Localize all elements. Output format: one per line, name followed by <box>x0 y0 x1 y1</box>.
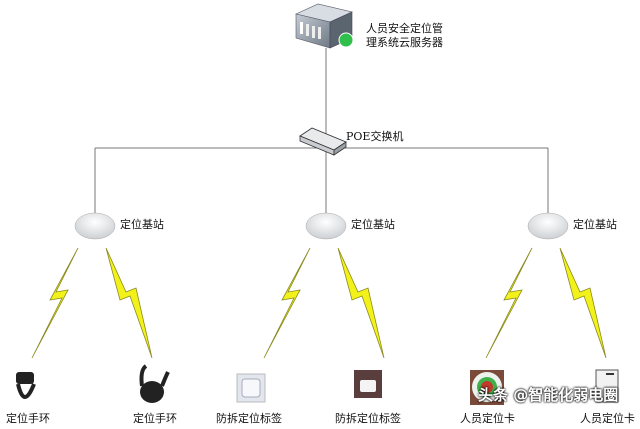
device-tag-2-icon <box>354 370 382 398</box>
device-label: 人员定位卡 <box>460 412 515 425</box>
device-card-1-icon <box>470 370 504 405</box>
device-wristband-1-icon <box>16 372 36 399</box>
server-label-line2: 理系统云服务器 <box>366 36 443 49</box>
device-card-2-icon <box>595 369 619 403</box>
device-label: 定位手环 <box>133 412 177 425</box>
server-label-line1: 人员安全定位管 <box>366 22 443 35</box>
watermark: 头条 @智能化弱电圈 <box>478 386 619 404</box>
device-tag-1-icon <box>236 373 266 403</box>
device-label: 定位手环 <box>6 412 50 425</box>
device-label: 人员定位卡 <box>580 412 635 425</box>
switch-label: POE交换机 <box>346 130 404 143</box>
base-station-icons <box>74 212 569 240</box>
wireless-signal-icons <box>31 247 607 359</box>
base-station-label: 定位基站 <box>351 218 395 231</box>
base-station-label: 定位基站 <box>573 218 617 231</box>
device-label: 防拆定位标签 <box>216 412 282 425</box>
device-label: 防拆定位标签 <box>335 412 401 425</box>
poe-switch-icon <box>299 127 347 156</box>
device-wristband-2-icon <box>139 364 170 403</box>
base-station-label: 定位基站 <box>120 218 164 231</box>
server-icon <box>295 3 354 49</box>
